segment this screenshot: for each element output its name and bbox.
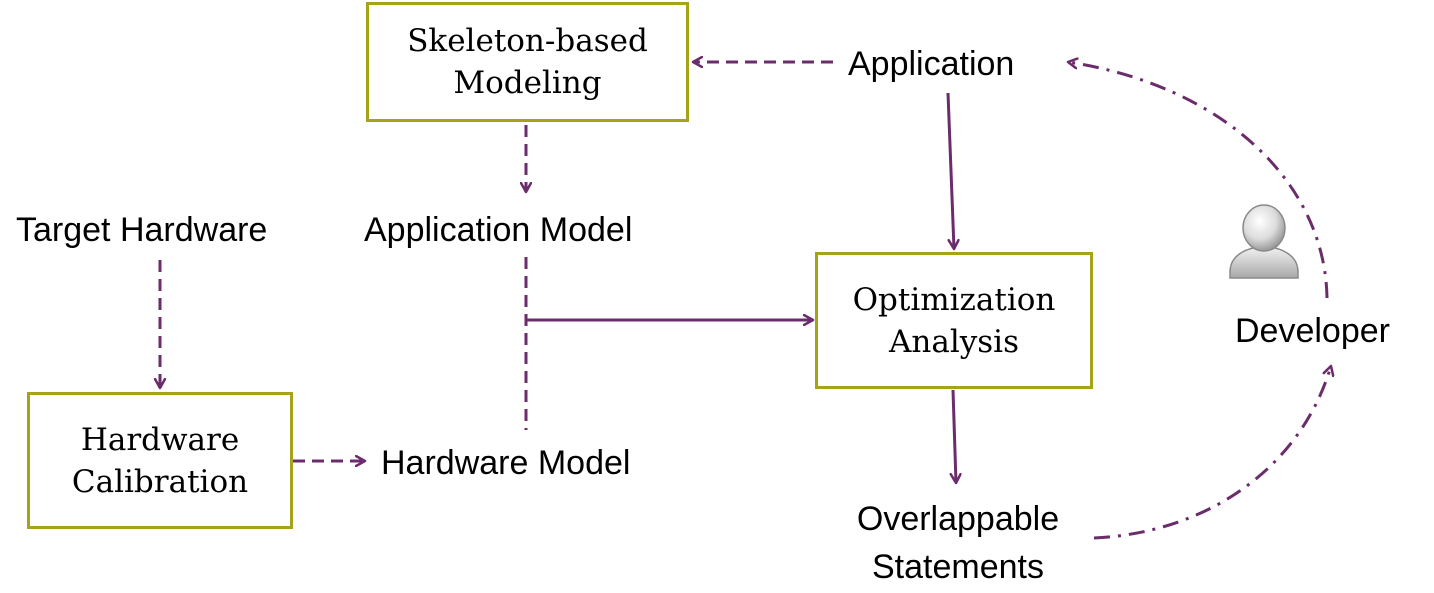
- optimization-analysis-line1: Optimization: [852, 281, 1056, 318]
- skeleton-modeling-line2: Modeling: [453, 65, 602, 101]
- edge-application-to-optimization: [946, 92, 954, 249]
- hardware-model-label: Hardware Model: [381, 444, 631, 482]
- developer-label: Developer: [1235, 312, 1390, 350]
- application-model-label: Application Model: [364, 211, 633, 249]
- overlappable-statements-line1: Overlappable: [856, 500, 1060, 538]
- edge-developer-to-application: [1068, 62, 1329, 299]
- skeleton-modeling-box: Skeleton-based Modeling: [366, 2, 689, 122]
- overlappable-statements-line2: Statements: [872, 548, 1044, 586]
- overlappable-statements-label: Overlappable Statements: [838, 495, 1078, 591]
- edge-optimization-to-statements: [953, 389, 956, 483]
- user-avatar-icon: [1229, 204, 1299, 279]
- optimization-analysis-line2: Analysis: [889, 323, 1019, 360]
- optimization-analysis-box: Optimization Analysis: [815, 252, 1093, 389]
- hardware-calibration-line2: Calibration: [71, 463, 249, 500]
- skeleton-modeling-line1: Skeleton-based: [407, 23, 648, 59]
- hardware-calibration-box: Hardware Calibration: [27, 392, 293, 529]
- hardware-calibration-line1: Hardware: [80, 421, 240, 458]
- target-hardware-label: Target Hardware: [16, 211, 268, 249]
- application-label: Application: [848, 45, 1015, 83]
- edge-statements-to-developer: [1093, 366, 1331, 540]
